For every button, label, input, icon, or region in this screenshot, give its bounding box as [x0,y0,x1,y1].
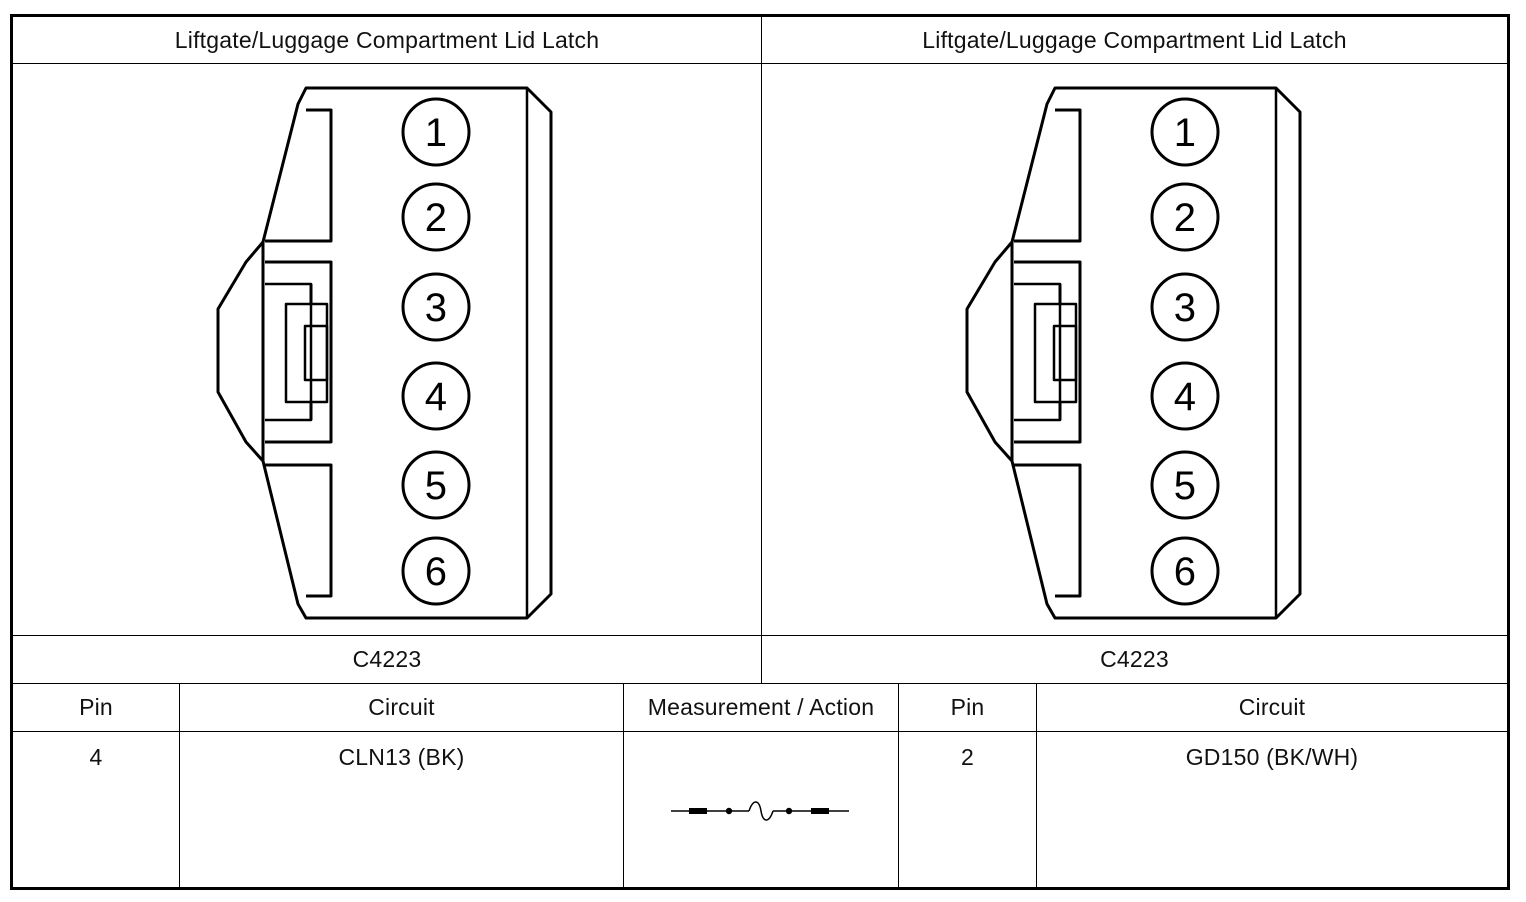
row-pin-b: 2 [961,744,974,770]
pin-label: 4 [425,375,447,419]
pin-4: 4 [1150,361,1220,431]
rule-under-titles [13,63,1507,64]
pin-label: 6 [1174,550,1196,594]
pinout-table: Liftgate/Luggage Compartment Lid Latch L… [10,14,1510,890]
pin-label: 5 [1174,464,1196,508]
pin-circle [401,361,471,431]
pin-circle [1150,361,1220,431]
pin-label: 2 [425,196,447,240]
pin-circle [401,272,471,342]
pin-circle [1150,450,1220,520]
pin-label: 3 [425,286,447,330]
connector-id-left: C4223 [352,646,422,672]
divider-circuit-measure [623,684,624,890]
pin-3: 3 [401,272,471,342]
connector-title-left: Liftgate/Luggage Compartment Lid Latch [174,26,600,53]
divider-connectors [761,17,762,684]
pin-4: 4 [401,361,471,431]
header-pin-a: Pin [79,694,113,720]
header-pin-b: Pin [950,694,985,720]
pin-circle [1150,97,1220,167]
connector-title-right: Liftgate/Luggage Compartment Lid Latch [922,26,1347,53]
pin-label: 2 [1174,196,1196,240]
header-measurement: Measurement / Action [647,694,875,720]
header-circuit-a: Circuit [368,694,435,720]
row-measurement [624,732,898,890]
divider-pin-circuit-a [179,684,180,890]
connector-id-right: C4223 [1100,646,1169,672]
header-circuit-b: Circuit [1238,694,1306,720]
pin-5: 5 [401,450,471,520]
connector-drawing-right: 1 2 3 4 5 6 [965,86,1302,620]
pin-circle [401,450,471,520]
pin-circle [401,182,471,252]
pin-circle [401,97,471,167]
pin-5: 5 [1150,450,1220,520]
pin-3: 3 [1150,272,1220,342]
divider-pin-circuit-b [1036,684,1037,890]
row-circuit-b: GD150 (BK/WH) [1185,744,1359,770]
rule-above-headers [13,683,1507,684]
row-pin-a: 4 [89,744,103,770]
pin-1: 1 [401,97,471,167]
rule-under-headers [13,731,1507,732]
pin-label: 1 [425,111,447,155]
pin-1: 1 [1150,97,1220,167]
pin-circle [1150,182,1220,252]
pin-label: 3 [1174,286,1196,330]
pin-circle [401,536,471,606]
connector-face-view-left: 1 2 3 4 5 6 [13,64,761,635]
pin-label: 1 [1174,111,1196,155]
pin-2: 2 [1150,182,1220,252]
connector-face-view-right: 1 2 3 4 5 6 [762,64,1507,635]
pin-6: 6 [1150,536,1220,606]
pin-6: 6 [401,536,471,606]
pin-circle [1150,536,1220,606]
divider-measure-pin-b [898,684,899,890]
pin-2: 2 [401,182,471,252]
pin-label: 4 [1174,375,1196,419]
pin-circle [1150,272,1220,342]
pin-label: 5 [425,464,447,508]
row-circuit-a: CLN13 (BK) [338,744,465,770]
rule-above-connector-ids [13,635,1507,636]
connector-drawing-left: 1 2 3 4 5 6 [216,86,553,620]
resistance-symbol-icon [671,801,849,821]
pin-label: 6 [425,550,447,594]
